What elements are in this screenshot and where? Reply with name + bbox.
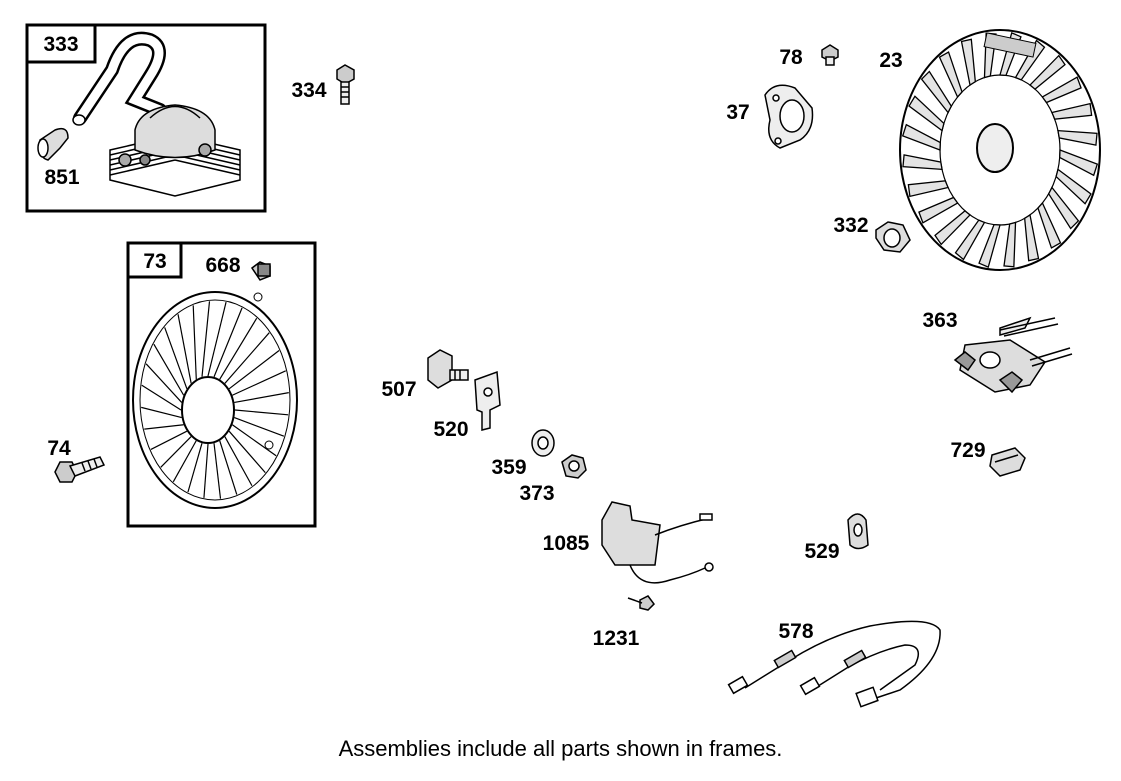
part-label-729: 729 xyxy=(950,439,985,462)
part-label-1231: 1231 xyxy=(593,627,640,650)
screen-spoke xyxy=(150,430,188,451)
part-label-668: 668 xyxy=(205,254,240,277)
part-label-334: 334 xyxy=(291,79,326,102)
screen-spoke xyxy=(224,436,253,487)
flywheel-fin xyxy=(1003,221,1017,268)
harness-578-drawing xyxy=(727,620,941,708)
screen-spoke xyxy=(153,343,185,396)
flywheel-fin xyxy=(920,70,953,114)
screen-spoke xyxy=(201,301,211,377)
screen-spoke xyxy=(144,424,184,430)
screw-78-drawing xyxy=(821,44,839,66)
flywheel-fin xyxy=(907,180,949,198)
screen-spoke xyxy=(141,384,182,411)
flywheel-drawing xyxy=(899,29,1101,271)
screen-spoke xyxy=(234,392,289,404)
flywheel-fin xyxy=(902,154,943,171)
screen-spoke xyxy=(234,417,285,437)
screen-spoke xyxy=(187,442,203,493)
part-label-23: 23 xyxy=(879,49,902,72)
flywheel-fin xyxy=(934,210,971,246)
plate-37-drawing xyxy=(764,84,814,149)
screw-668-drawing xyxy=(250,261,271,281)
screen-spoke xyxy=(219,317,258,380)
screen-spoke xyxy=(164,327,188,390)
part-label-363: 363 xyxy=(922,309,957,332)
screen-spoke xyxy=(232,370,286,396)
flywheel-fin xyxy=(978,223,1001,269)
part-label-332: 332 xyxy=(833,214,868,237)
screen-spoke xyxy=(213,307,243,378)
flywheel-fin xyxy=(901,123,941,151)
part-label-37: 37 xyxy=(726,101,749,124)
screen-spoke xyxy=(231,424,277,457)
flywheel-fin xyxy=(960,38,977,87)
screen-spoke xyxy=(192,305,197,380)
flywheel-fin xyxy=(1037,201,1062,249)
screw-1231-drawing xyxy=(627,595,655,611)
frame-73: 73 xyxy=(126,241,317,528)
bolt-334-drawing xyxy=(336,64,355,105)
part-label-373: 373 xyxy=(519,482,554,505)
flywheel-fin xyxy=(918,196,959,224)
part-label-529: 529 xyxy=(804,540,839,563)
flywheel-fin xyxy=(1059,149,1099,177)
flywheel-fin xyxy=(1047,186,1080,230)
screen-spoke xyxy=(219,440,238,495)
part-label-78: 78 xyxy=(779,46,803,69)
screen-spoke xyxy=(160,436,192,468)
part-label-74: 74 xyxy=(47,437,71,460)
blower-screen-drawing xyxy=(132,291,298,509)
frame-333-label: 333 xyxy=(43,33,78,56)
bracket-520-drawing xyxy=(474,370,501,431)
screen-spoke xyxy=(224,332,270,384)
flywheel-fin xyxy=(1051,102,1093,120)
part-label-578: 578 xyxy=(778,620,813,643)
part-label-851: 851 xyxy=(44,166,79,189)
part-label-520: 520 xyxy=(433,418,468,441)
elbow-fitting-drawing xyxy=(37,127,69,161)
flywheel-fin xyxy=(1029,54,1066,90)
part-label-359: 359 xyxy=(491,456,526,479)
flywheel-fin xyxy=(954,219,986,261)
armature-tube-drawing xyxy=(72,31,167,126)
part-label-507: 507 xyxy=(381,378,416,401)
screen-spoke xyxy=(228,350,280,390)
screen-spoke xyxy=(207,301,227,377)
flywheel-fin xyxy=(1055,168,1092,205)
screen-spoke xyxy=(172,440,197,483)
terminal-507-drawing xyxy=(427,349,469,389)
grommet-529-drawing xyxy=(847,513,869,550)
frame-333: 333 xyxy=(25,23,267,213)
screen-spoke xyxy=(213,443,222,499)
flywheel-fin xyxy=(1023,213,1040,262)
nut-373-drawing xyxy=(561,454,587,479)
screen-spoke xyxy=(145,363,183,403)
screen-spoke xyxy=(203,443,209,498)
screen-spoke xyxy=(177,314,192,384)
clip-729-drawing xyxy=(989,447,1026,477)
module-1085-drawing xyxy=(601,501,714,584)
screen-spoke xyxy=(228,430,266,473)
nut-332-drawing xyxy=(875,221,911,253)
armature-drawing xyxy=(109,104,241,197)
part-label-1085: 1085 xyxy=(543,532,590,555)
diagram-caption: Assemblies include all parts shown in fr… xyxy=(338,736,783,761)
flywheel-fin xyxy=(908,95,945,132)
flywheel-fin xyxy=(1057,129,1098,146)
frame-73-label: 73 xyxy=(143,250,166,273)
screen-spoke xyxy=(234,409,289,416)
washer-359-drawing xyxy=(531,429,555,457)
bolt-74-drawing xyxy=(54,456,106,483)
flywheel-fin xyxy=(1041,76,1082,104)
bracket-363-drawing xyxy=(953,316,1073,394)
flywheel-fin xyxy=(938,51,963,99)
screen-spoke xyxy=(141,406,182,419)
